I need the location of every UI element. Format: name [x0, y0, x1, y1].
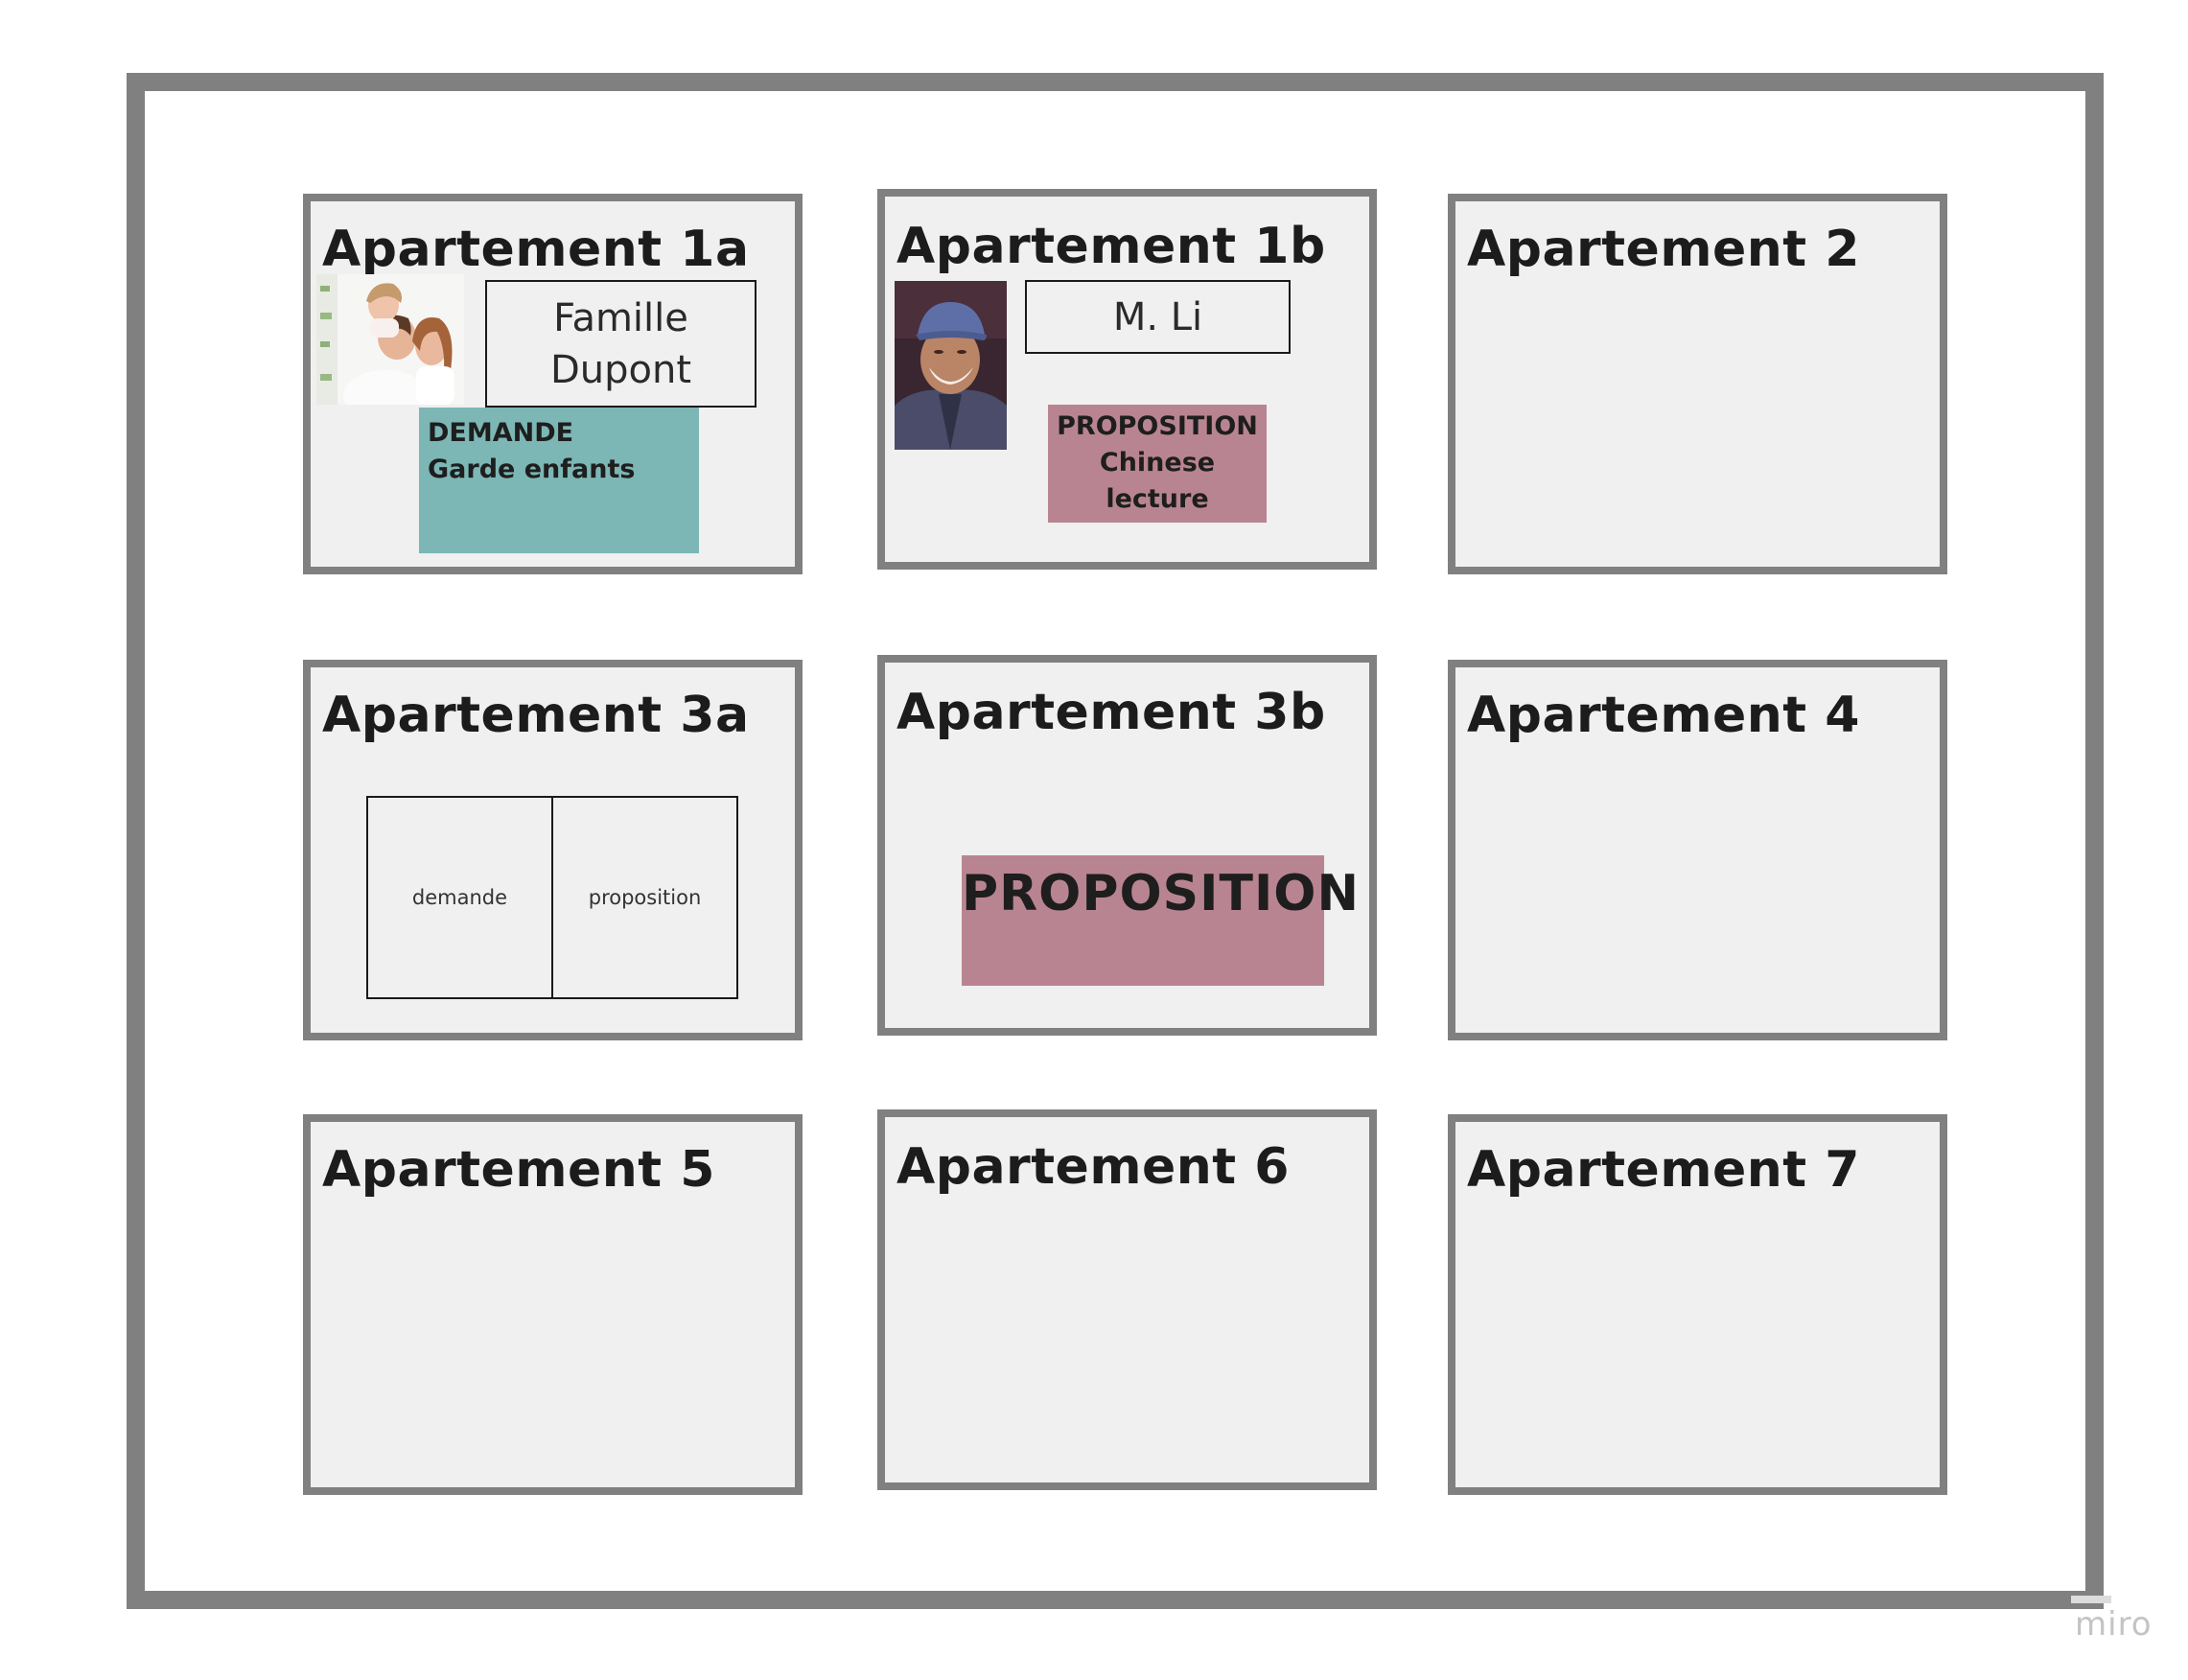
family-photo[interactable]: [316, 274, 464, 405]
family-photo-image: [316, 274, 464, 405]
card-apartement-3b[interactable]: Apartement 3b PROPOSITION: [877, 655, 1377, 1036]
card-title: Apartement 7: [1467, 1141, 1860, 1199]
portrait-photo[interactable]: [895, 281, 1007, 450]
card-title: Apartement 1b: [896, 218, 1326, 275]
sticky-heading: PROPOSITION: [962, 865, 1361, 922]
proposition-sticky-note[interactable]: PROPOSITION Chinese lecture: [1048, 405, 1267, 523]
card-title: Apartement 6: [896, 1138, 1290, 1196]
card-apartement-6[interactable]: Apartement 6: [877, 1109, 1377, 1490]
demande-cell[interactable]: demande: [411, 886, 508, 909]
card-title: Apartement 2: [1467, 221, 1860, 278]
card-title: Apartement 1a: [322, 221, 750, 278]
card-apartement-2[interactable]: Apartement 2: [1448, 194, 1947, 574]
card-title: Apartement 3a: [322, 687, 750, 744]
card-apartement-3a[interactable]: Apartement 3a demande proposition: [303, 660, 803, 1040]
card-apartement-1a[interactable]: Apartement 1a Famille Dupont DEMAN: [303, 194, 803, 574]
sticky-text-line1: Chinese: [1099, 448, 1216, 478]
card-title: Apartement 5: [322, 1141, 715, 1199]
card-apartement-5[interactable]: Apartement 5: [303, 1114, 803, 1495]
card-apartement-1b[interactable]: Apartement 1b M. Li PROPOSITION Chinese …: [877, 189, 1377, 570]
card-title: Apartement 3b: [896, 684, 1326, 741]
demande-proposition-table[interactable]: demande proposition: [366, 796, 738, 999]
miro-watermark: miro: [2075, 1605, 2153, 1644]
sticky-text-line2: lecture: [1106, 484, 1209, 514]
family-name-line2: Dupont: [549, 347, 692, 392]
sticky-heading: DEMANDE: [428, 418, 574, 448]
resident-name-box[interactable]: M. Li: [1025, 280, 1291, 354]
demande-sticky-note[interactable]: DEMANDE Garde enfants: [419, 408, 699, 553]
sticky-heading: PROPOSITION: [1057, 411, 1258, 441]
miro-watermark-bar: [2071, 1596, 2111, 1603]
family-name-line1: Famille: [553, 295, 688, 340]
card-apartement-4[interactable]: Apartement 4: [1448, 660, 1947, 1040]
resident-name: M. Li: [1112, 294, 1203, 339]
proposition-cell[interactable]: proposition: [551, 798, 736, 997]
card-apartement-7[interactable]: Apartement 7: [1448, 1114, 1947, 1495]
sticky-text: Garde enfants: [428, 455, 636, 484]
proposition-sticky-note[interactable]: PROPOSITION: [962, 855, 1359, 986]
card-title: Apartement 4: [1467, 687, 1860, 744]
portrait-photo-image: [895, 281, 1007, 450]
family-name-box[interactable]: Famille Dupont: [485, 280, 756, 408]
